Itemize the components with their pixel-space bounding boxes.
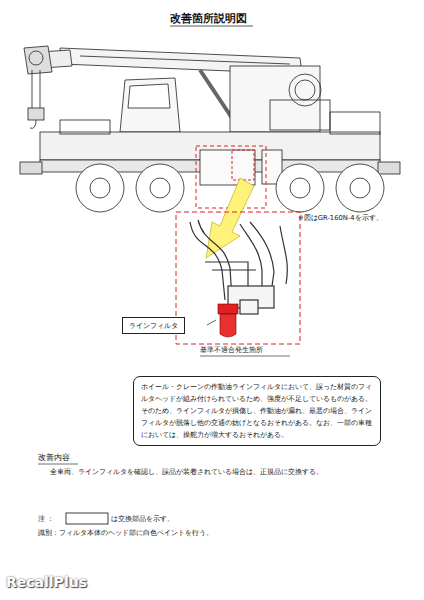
note-label: 改善内容 — [38, 453, 70, 463]
note-label: ※図はGR-160N-4を示す。 — [298, 213, 383, 223]
watermark: RecallPlus — [6, 574, 87, 590]
note-label: は交換部品を示す。 — [111, 514, 174, 524]
note-label: 識別：フィルタ本体のヘッド部に白色ペイントを行う。 — [38, 528, 213, 538]
note-label: 注 ： — [38, 514, 54, 524]
label-box: ラインフィルタ — [122, 317, 185, 334]
node-text: ラインフィルタ — [129, 320, 178, 331]
note-label: 基準不適合発生箇所 — [200, 345, 263, 355]
node-text: ホイール・クレーンの作動油ラインフィルタにおいて、誤った材質のフィルタヘッドが組… — [141, 381, 373, 441]
note-label: 全車両、ラインフィルタを確認し、誤品が装着されている場合は、正規品に交換する。 — [50, 467, 323, 477]
note-box: ホイール・クレーンの作動油ラインフィルタにおいて、誤った材質のフィルタヘッドが組… — [133, 376, 381, 446]
page-title: 改善箇所説明図 — [170, 12, 247, 26]
